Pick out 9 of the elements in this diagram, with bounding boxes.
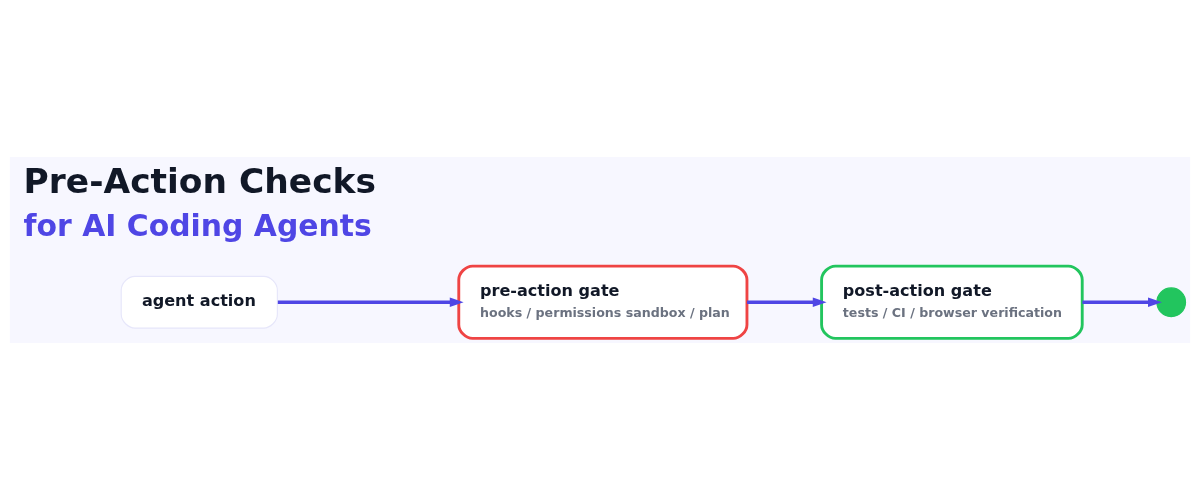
arrow: [1082, 297, 1162, 308]
node-box: post-action gate tests / CI / browser verification: [820, 264, 1084, 340]
arrow: [747, 297, 827, 308]
node-circle: [1156, 287, 1187, 318]
diagram-title: Pre-Action Checks: [23, 160, 376, 201]
node-box: agent action: [120, 275, 278, 329]
arrow: [277, 297, 464, 308]
node-box: pre-action gate hooks / permissions sandbox / plan: [457, 264, 749, 340]
label: for AI Coding Agents: [23, 207, 372, 243]
